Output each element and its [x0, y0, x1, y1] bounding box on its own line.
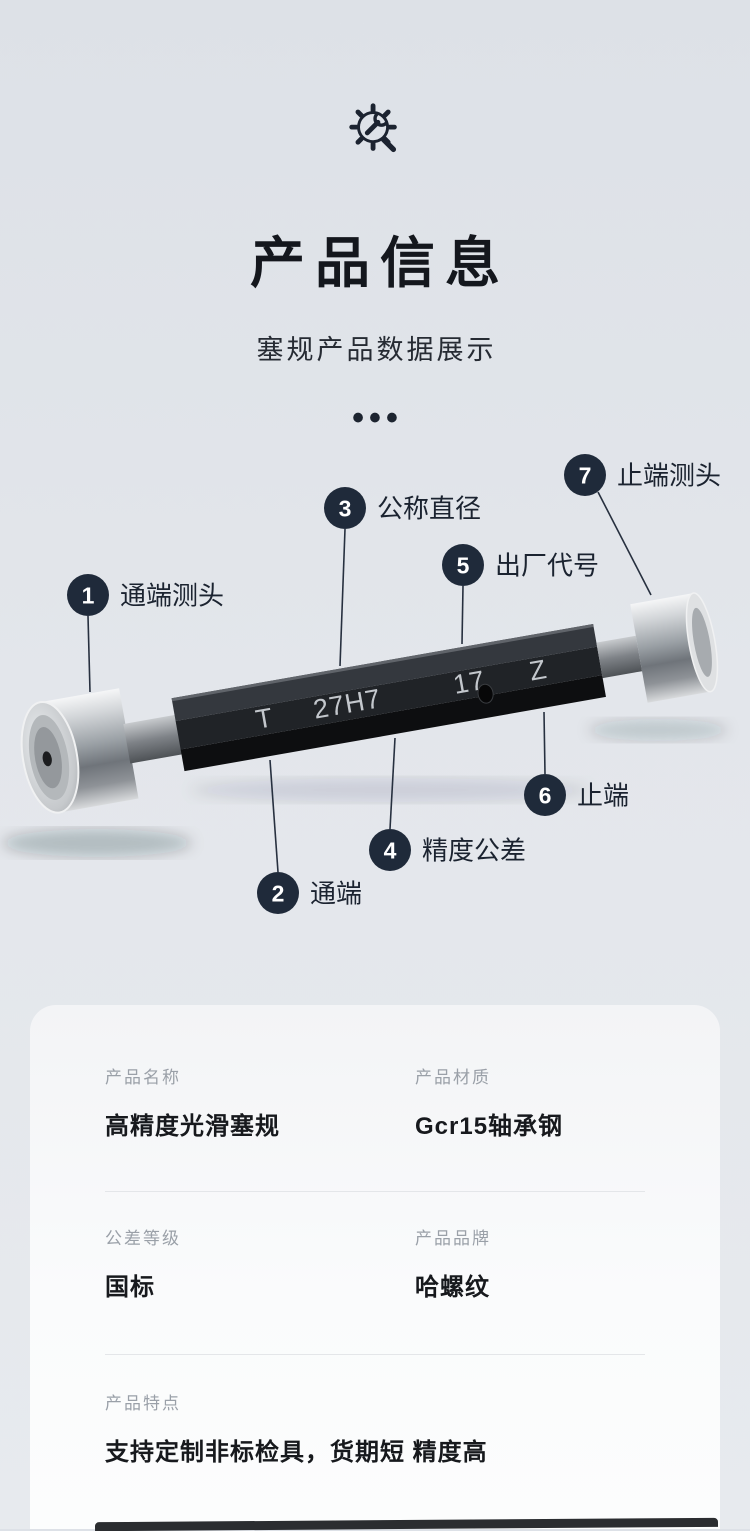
- spec-card: 产品名称 高精度光滑塞规 产品材质 Gcr15轴承钢 公差等级 国标 产品品牌 …: [30, 1005, 720, 1531]
- spec-tolerance-grade: 公差等级 国标: [105, 1192, 415, 1354]
- hex-body: [171, 623, 606, 772]
- page-subtitle: 塞规产品数据展示: [256, 335, 497, 365]
- spec-row-2: 公差等级 国标 产品品牌 哈螺纹: [30, 1192, 720, 1354]
- plug-gauge: T 27H7 17 Z: [20, 592, 719, 814]
- gear-wrench-icon: [0, 100, 750, 162]
- callout-4: 4 精度公差: [369, 829, 526, 871]
- spec-value: 高精度光滑塞规: [105, 1113, 280, 1140]
- plug-gauge-diagram: T 27H7 17 Z 1 通端测头: [2, 454, 728, 914]
- callout-5: 5 出厂代号: [442, 544, 599, 586]
- callout-7-number: 7: [579, 462, 592, 488]
- go-end-neck: [123, 714, 184, 764]
- callout-2-badge: [257, 872, 299, 914]
- spec-material: 产品材质 Gcr15轴承钢: [415, 1005, 645, 1191]
- callout-6-label: 止端: [577, 780, 629, 810]
- spec-brand: 产品品牌 哈螺纹: [415, 1192, 645, 1354]
- callout-6-number: 6: [539, 782, 552, 808]
- spec-label: 产品特点: [105, 1394, 181, 1413]
- callout-3-number: 3: [339, 495, 352, 521]
- spec-label: 公差等级: [105, 1229, 181, 1248]
- marking-nogo: Z: [527, 654, 549, 687]
- callout-7-badge: [564, 454, 606, 496]
- callout-5-badge: [442, 544, 484, 586]
- header: 产品信息 塞规产品数据展示 •••: [0, 0, 750, 435]
- callout-7: 7 止端测头: [564, 454, 721, 496]
- callout-3-badge: [324, 487, 366, 529]
- spec-value: 支持定制非标检具，货期短 精度高: [105, 1439, 488, 1466]
- next-image-peek: [94, 1517, 719, 1531]
- callout-3: 3 公称直径: [324, 487, 481, 529]
- spec-product-name: 产品名称 高精度光滑塞规: [105, 1005, 415, 1191]
- spec-label: 产品材质: [415, 1068, 491, 1087]
- body-hole: [477, 683, 494, 704]
- callout-4-badge: [369, 829, 411, 871]
- callout-lines: [87, 491, 652, 873]
- gauge-shadow: [2, 719, 728, 857]
- spec-value: Gcr15轴承钢: [415, 1113, 564, 1140]
- callout-2-label: 通端: [310, 878, 362, 908]
- marking-go: T: [253, 702, 275, 735]
- spec-features: 产品特点 支持定制非标检具，货期短 精度高: [30, 1355, 720, 1467]
- nogo-end-neck: [596, 635, 643, 679]
- spec-value: 哈螺纹: [415, 1274, 490, 1301]
- nogo-end-face-inner: [692, 607, 712, 677]
- spec-value: 国标: [105, 1274, 155, 1301]
- callout-1-badge: [67, 574, 109, 616]
- callout-4-number: 4: [384, 837, 397, 863]
- callout-7-label: 止端测头: [617, 460, 721, 490]
- page-title: 产品信息: [249, 232, 510, 294]
- callout-4-label: 精度公差: [422, 835, 526, 865]
- callout-3-label: 公称直径: [377, 493, 481, 523]
- spec-label: 产品名称: [105, 1068, 181, 1087]
- callout-2-number: 2: [272, 880, 285, 906]
- go-end-center-hole: [42, 751, 52, 767]
- spec-row-1: 产品名称 高精度光滑塞规 产品材质 Gcr15轴承钢: [30, 1005, 720, 1191]
- callout-1: 1 通端测头: [67, 574, 224, 616]
- callout-1-label: 通端测头: [120, 580, 224, 610]
- callout-5-label: 出厂代号: [495, 550, 599, 580]
- separator-dots: •••: [352, 399, 403, 437]
- callout-2: 2 通端: [257, 872, 362, 914]
- divider: [105, 1191, 645, 1192]
- callout-6: 6 止端: [524, 774, 629, 816]
- spec-label: 产品品牌: [415, 1229, 491, 1248]
- callout-1-number: 1: [82, 582, 95, 608]
- callout-6-badge: [524, 774, 566, 816]
- divider: [105, 1354, 645, 1355]
- callouts: 1 通端测头 2 通端 3 公称直径 4 精度公差 5 出厂代号: [67, 454, 721, 914]
- callout-5-number: 5: [457, 552, 470, 578]
